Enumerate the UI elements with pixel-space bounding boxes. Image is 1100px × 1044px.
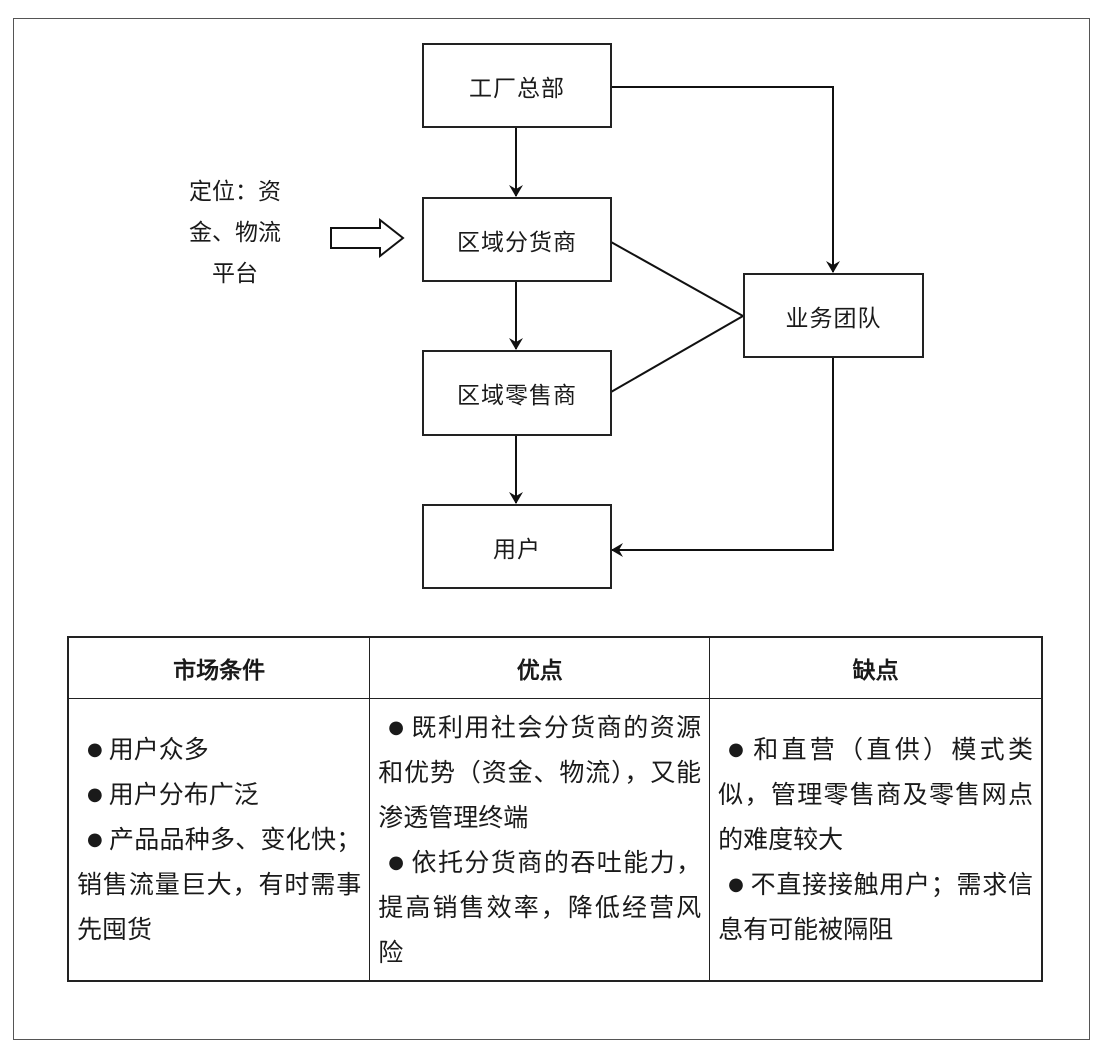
edge-sales-team-to-user xyxy=(611,357,834,557)
link-distributor-sales-team xyxy=(610,241,744,317)
node-label: 工厂总部 xyxy=(469,75,565,102)
node-sales-team: 业务团队 xyxy=(743,273,924,358)
cell-market-conditions: 用户众多 用户分布广泛 产品品种多、变化快；销售流量巨大，有时需事先囤货 xyxy=(67,698,371,982)
positioning-note-line: 平台 xyxy=(212,261,258,287)
hollow-arrow-icon xyxy=(330,217,405,259)
positioning-note-line: 定位：资 xyxy=(189,179,281,205)
node-regional-retailer: 区域零售商 xyxy=(422,350,612,436)
edge-hq-to-sales-team xyxy=(611,86,840,273)
header-advantages: 优点 xyxy=(369,636,711,699)
list-item: 用户分布广泛 xyxy=(77,772,361,817)
node-factory-hq: 工厂总部 xyxy=(422,43,612,128)
table-header-row: 市场条件 优点 缺点 xyxy=(67,636,1043,699)
list-item: 依托分货商的吞吐能力，提高销售效率，降低经营风险 xyxy=(378,840,701,975)
header-market-conditions: 市场条件 xyxy=(67,636,371,699)
table-row: 用户众多 用户分布广泛 产品品种多、变化快；销售流量巨大，有时需事先囤货 既利用… xyxy=(67,698,1043,982)
link-retailer-sales-team xyxy=(610,315,744,393)
header-disadvantages: 缺点 xyxy=(709,636,1043,699)
list-item: 和直营（直供）模式类似，管理零售商及零售网点的难度较大 xyxy=(718,727,1033,862)
cell-advantages: 既利用社会分货商的资源和优势（资金、物流），又能渗透管理终端 依托分货商的吞吐能… xyxy=(369,698,711,982)
cell-disadvantages: 和直营（直供）模式类似，管理零售商及零售网点的难度较大 不直接接触用户；需求信息… xyxy=(709,698,1043,982)
positioning-note-line: 金、物流 xyxy=(189,220,281,246)
node-regional-distributor: 区域分货商 xyxy=(422,197,612,282)
list-item: 不直接接触用户；需求信息有可能被隔阻 xyxy=(718,862,1033,952)
list-item: 产品品种多、变化快；销售流量巨大，有时需事先囤货 xyxy=(77,817,361,952)
diagram-connectors xyxy=(330,86,840,557)
node-label: 区域分货商 xyxy=(457,229,577,256)
list-item: 既利用社会分货商的资源和优势（资金、物流），又能渗透管理终端 xyxy=(378,705,701,840)
comparison-table: 市场条件 优点 缺点 用户众多 用户分布广泛 产品品种多、变化快；销售流量巨大，… xyxy=(67,636,1043,982)
node-label: 区域零售商 xyxy=(457,383,577,409)
node-user: 用户 xyxy=(422,504,612,589)
node-label: 用户 xyxy=(493,536,541,563)
node-label: 业务团队 xyxy=(785,305,882,332)
positioning-note: 定位：资 金、物流 平台 xyxy=(176,172,294,295)
list-item: 用户众多 xyxy=(77,727,361,772)
outer-frame xyxy=(13,18,1090,1040)
